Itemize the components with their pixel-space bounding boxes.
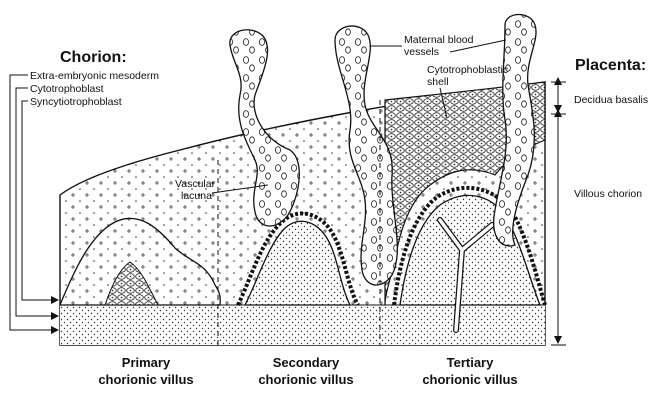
stage-tertiary-line1: Tertiary — [447, 355, 494, 370]
villous-chorion-label: Villous chorion — [574, 188, 642, 200]
chorion-layer-mesoderm: Extra-embryonic mesoderm — [30, 70, 159, 82]
placenta-heading: Placenta: — [575, 57, 646, 74]
stage-tertiary-line2: chorionic villus — [422, 372, 517, 387]
vascular-lacuna-label-1: Vascular — [175, 178, 216, 190]
maternal-blood-vessels-label-2: vessels — [404, 46, 439, 58]
chorion-layer-syncytiotrophoblast: Syncytiotrophoblast — [30, 96, 122, 108]
stage-primary-line2: chorionic villus — [98, 372, 193, 387]
stage-primary-line1: Primary — [122, 355, 171, 370]
vascular-lacuna-label-2: lacuna — [181, 190, 212, 202]
chorion-heading: Chorion: — [60, 49, 127, 66]
stage-secondary-line2: chorionic villus — [258, 372, 353, 387]
extraembryonic-mesoderm-layer — [60, 305, 545, 345]
cytotrophoblastic-shell-label-1: Cytotrophoblastic — [427, 64, 508, 76]
placenta-brackets — [551, 82, 566, 345]
cytotrophoblastic-shell-label-2: shell — [427, 76, 449, 88]
chorion-layer-cytotrophoblast: Cytotrophoblast — [30, 83, 104, 95]
decidua-basalis-label: Decidua basalis — [574, 94, 648, 106]
maternal-blood-vessels-label-1: Maternal blood — [404, 34, 474, 46]
chorion-leaders — [10, 75, 58, 330]
stage-secondary-line1: Secondary — [273, 355, 340, 370]
